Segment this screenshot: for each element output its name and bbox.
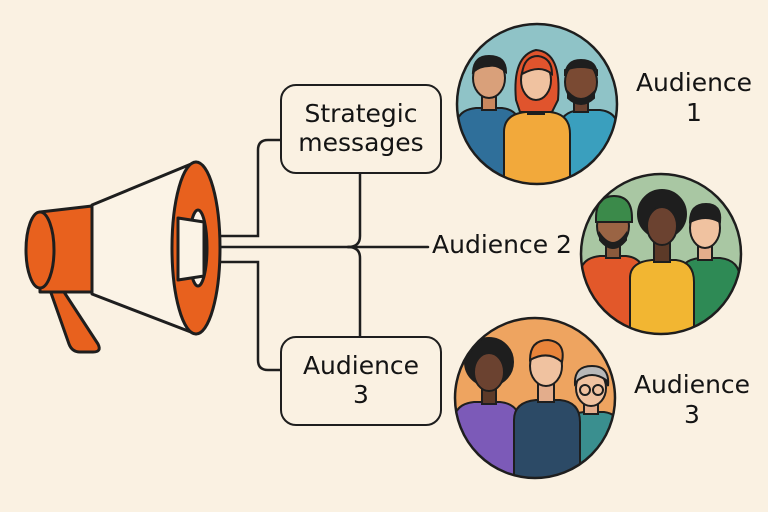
audience-1-label-line-1: Audience xyxy=(635,68,753,97)
audience-1-label: Audience 1 xyxy=(630,68,758,128)
audience-3-box-line-2: 3 xyxy=(353,380,369,409)
connector-to-audience-3-box xyxy=(218,260,282,372)
strategic-messages-line-2: messages xyxy=(298,128,424,157)
audience-1-illustration xyxy=(455,22,619,186)
audience-2-illustration xyxy=(579,172,743,336)
audience-3-label-line-1: Audience xyxy=(633,370,751,399)
connector-lines xyxy=(218,138,430,372)
connector-to-strategic xyxy=(218,138,282,238)
audience-3-box: Audience 3 xyxy=(280,336,442,426)
audience-1-label-line-2: 1 xyxy=(686,98,702,127)
connector-audience-3-up xyxy=(346,245,362,338)
audience-3-label-line-2: 3 xyxy=(684,400,700,429)
audience-3-box-line-1: Audience xyxy=(302,351,420,381)
audience-3-label: Audience 3 xyxy=(628,370,756,430)
audience-3-illustration xyxy=(453,316,617,480)
connector-strategic-down xyxy=(346,172,362,249)
megaphone-icon xyxy=(24,160,222,354)
strategic-messages-line-1: Strategic xyxy=(304,99,418,129)
audience-2-label: Audience 2 xyxy=(432,230,572,260)
strategic-messages-box: Strategic messages xyxy=(280,84,442,174)
audience-2-label-line-1: Audience 2 xyxy=(432,230,572,259)
